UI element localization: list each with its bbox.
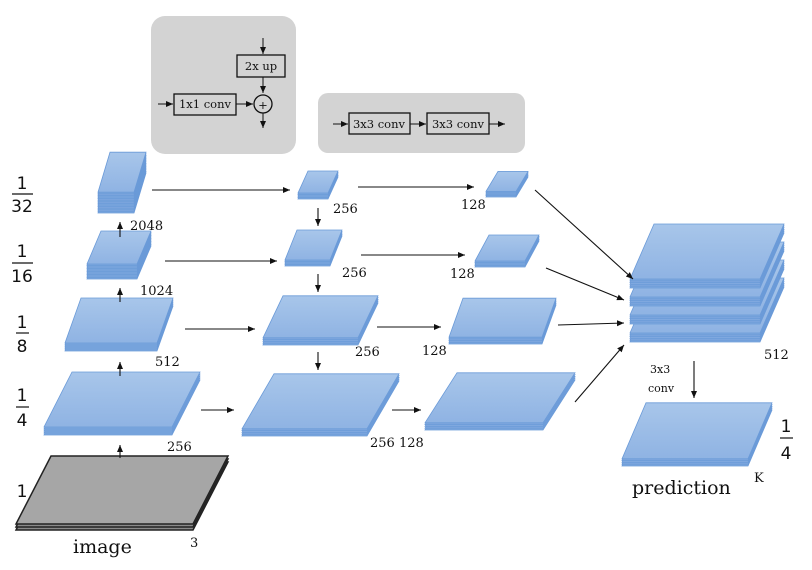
tensor-layer (97, 151, 147, 193)
arrow-h4-fusion (545, 267, 625, 301)
p4-tensor (284, 229, 343, 267)
p3-tensor (262, 295, 379, 346)
p2-channels: 256 (370, 436, 395, 451)
h4-channels: 128 (450, 267, 475, 282)
svg-text:4: 4 (781, 444, 792, 464)
c2-tensor (43, 371, 201, 436)
c2-channels: 256 (167, 440, 192, 455)
scale-label-1-32: 1 32 (11, 174, 33, 217)
arrow-h2-fusion (574, 344, 625, 403)
conv1-label: 3x3 conv (353, 117, 406, 131)
lateral-conv-label: 1x1 conv (179, 97, 232, 111)
h3-channels: 128 (422, 344, 447, 359)
conv2-label: 3x3 conv (432, 117, 485, 131)
arrow-h3-fusion (557, 320, 625, 327)
c3-tensor (64, 297, 174, 352)
c5-tensor (97, 151, 147, 214)
merge-block-legend: 2x up 1x1 conv + (151, 16, 296, 154)
tensor-layer (424, 372, 576, 424)
tensor-stacks (14, 151, 785, 531)
h5-tensor (485, 170, 529, 198)
tensor-layer (86, 230, 152, 265)
tensor-layer (284, 229, 343, 261)
fusion-channels: 512 (764, 348, 789, 363)
prediction-scale: 1 4 (780, 417, 793, 464)
sum-symbol: + (258, 98, 268, 112)
p3-channels: 256 (355, 345, 380, 360)
p2-tensor (241, 373, 400, 437)
scale-label-1-16: 1 16 (11, 242, 33, 287)
tensor-layer (629, 223, 785, 280)
svg-text:1: 1 (781, 417, 792, 437)
h2-channels: 128 (399, 436, 424, 451)
h2-tensor (424, 372, 576, 431)
h5-channels: 128 (461, 198, 486, 213)
svg-text:1: 1 (17, 242, 28, 262)
svg-text:32: 32 (11, 197, 33, 217)
p4-channels: 256 (342, 266, 367, 281)
input-image-tensor (14, 455, 230, 531)
scale-label-1-8: 1 8 (16, 313, 29, 357)
arrows (117, 184, 697, 458)
prediction-label: prediction (632, 477, 731, 499)
svg-text:4: 4 (17, 411, 28, 431)
c4-channels: 1024 (140, 284, 173, 299)
arrow-h5-fusion (534, 189, 634, 280)
upsample-box (236, 54, 286, 78)
tensor-layer (64, 297, 174, 344)
conv-block-legend: 3x3 conv 3x3 conv (318, 93, 525, 153)
upsample-label: 2x up (245, 59, 277, 73)
fusion-tensor-group1 (629, 223, 785, 289)
tensor-layer (474, 234, 540, 262)
tensor-layer (241, 373, 400, 430)
c5-channels: 2048 (130, 219, 163, 234)
svg-text:1: 1 (17, 313, 28, 333)
scale-label-1-4: 1 4 (16, 386, 29, 431)
fusion-conv-line1: 3x3 (650, 363, 670, 376)
tensor-layer (621, 402, 773, 460)
tensor-layer (43, 371, 201, 428)
svg-text:1: 1 (17, 174, 28, 194)
prediction-tensor (621, 402, 773, 467)
image-channels: 3 (190, 536, 198, 551)
tensor-layer (14, 455, 230, 525)
prediction-channels: K (754, 471, 764, 486)
p5-tensor (297, 170, 339, 200)
tensor-layer (262, 295, 379, 339)
h3-tensor (448, 297, 557, 345)
image-label: image (73, 536, 132, 558)
svg-text:8: 8 (17, 337, 28, 357)
h4-tensor (474, 234, 540, 268)
tensor-layer (297, 170, 339, 194)
c3-channels: 512 (155, 355, 180, 370)
tensor-layer (448, 297, 557, 338)
svg-text:16: 16 (11, 267, 33, 287)
p5-channels: 256 (333, 202, 358, 217)
fusion-conv-line2: conv (648, 382, 675, 395)
scale-label-1: 1 (17, 482, 28, 502)
tensor-layer (485, 170, 529, 192)
svg-text:1: 1 (17, 386, 28, 406)
c4-tensor (86, 230, 152, 280)
